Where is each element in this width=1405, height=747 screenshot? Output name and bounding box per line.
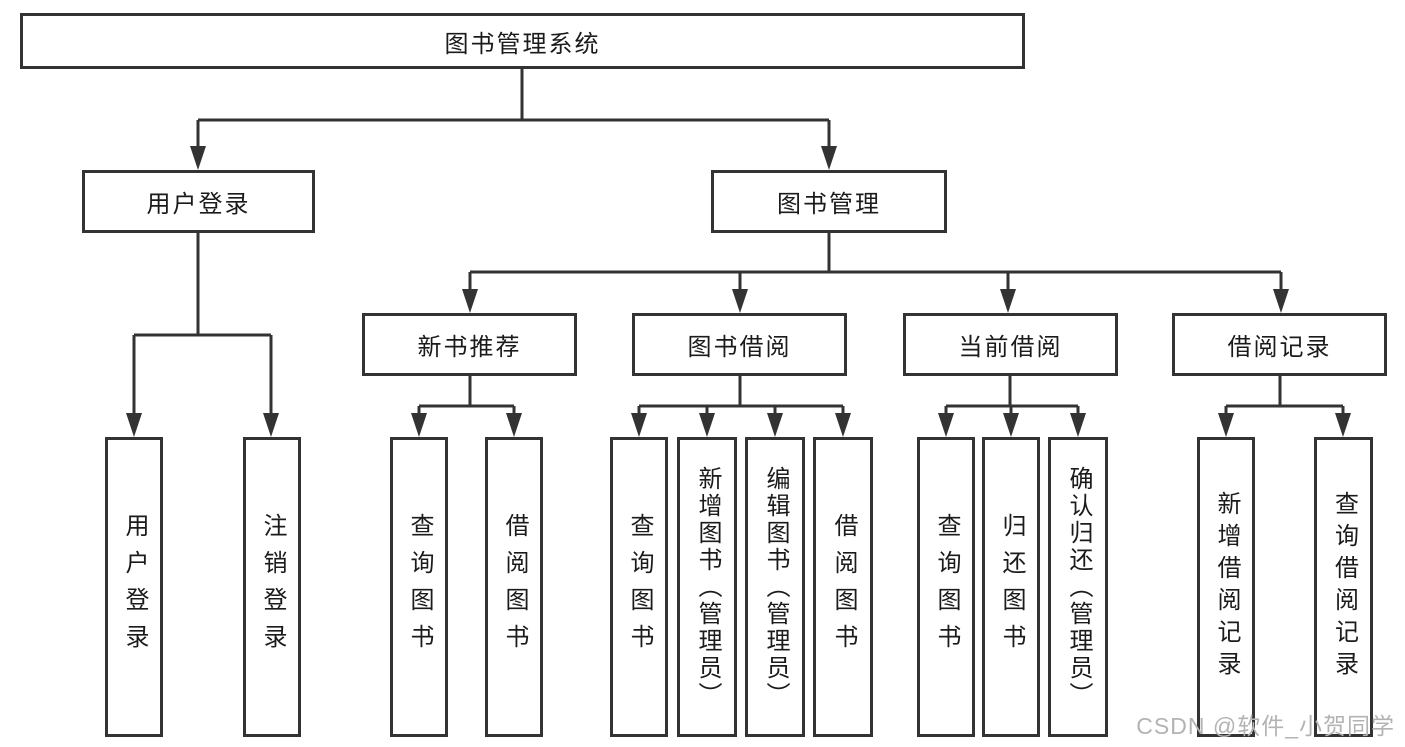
node-library-management-system-label: 图书管理系统 bbox=[444, 30, 601, 58]
leaf-confirm-return-admin-label: 确认归还（管理员） bbox=[1065, 465, 1092, 709]
leaf-query-books-recommend: 查询图书 bbox=[390, 437, 448, 737]
leaf-add-books-admin: 新增图书（管理员） bbox=[677, 437, 737, 737]
leaf-edit-books-admin: 编辑图书（管理员） bbox=[745, 437, 805, 737]
node-new-book-recommendation: 新书推荐 bbox=[362, 313, 577, 376]
leaf-edit-books-admin-label: 编辑图书（管理员） bbox=[762, 465, 789, 709]
leaf-query-books-recommend-label: 查询图书 bbox=[406, 513, 433, 661]
leaf-query-borrow-record-label: 查询借阅记录 bbox=[1330, 491, 1358, 683]
leaf-logout: 注销登录 bbox=[243, 437, 301, 737]
leaf-query-books-borrowing: 查询图书 bbox=[610, 437, 668, 737]
node-borrowing-records-label: 借阅记录 bbox=[1227, 334, 1332, 361]
leaf-borrow-books: 借阅图书 bbox=[813, 437, 873, 737]
leaf-return-books-label: 归还图书 bbox=[998, 513, 1025, 661]
leaf-query-books-borrowing-label: 查询图书 bbox=[626, 513, 653, 661]
node-book-management-label: 图书管理 bbox=[777, 191, 881, 218]
node-library-management-system: 图书管理系统 bbox=[20, 13, 1025, 69]
leaf-borrow-books-recommend-label: 借阅图书 bbox=[501, 513, 528, 661]
node-current-borrowing: 当前借阅 bbox=[903, 313, 1118, 376]
leaf-logout-label: 注销登录 bbox=[259, 513, 286, 661]
node-current-borrowing-label: 当前借阅 bbox=[958, 334, 1063, 361]
node-book-management: 图书管理 bbox=[711, 170, 947, 233]
leaf-user-login-label: 用户登录 bbox=[121, 513, 148, 661]
leaf-add-borrow-record-label: 新增借阅记录 bbox=[1213, 491, 1240, 683]
leaf-add-books-admin-label: 新增图书（管理员） bbox=[694, 465, 721, 709]
csdn-watermark: CSDN @软件_小贺同学 bbox=[1136, 713, 1395, 739]
leaf-add-borrow-record: 新增借阅记录 bbox=[1197, 437, 1255, 737]
node-user-login: 用户登录 bbox=[82, 170, 315, 233]
node-borrowing-records: 借阅记录 bbox=[1172, 313, 1387, 376]
leaf-borrow-books-label: 借阅图书 bbox=[830, 513, 857, 661]
leaf-user-login: 用户登录 bbox=[105, 437, 163, 737]
leaf-query-borrow-record: 查询借阅记录 bbox=[1314, 437, 1373, 737]
node-user-login-label: 用户登录 bbox=[146, 191, 251, 218]
node-book-borrowing: 图书借阅 bbox=[632, 313, 847, 376]
leaf-return-books: 归还图书 bbox=[982, 437, 1040, 737]
node-new-book-recommendation-label: 新书推荐 bbox=[417, 334, 522, 361]
leaf-query-books-current: 查询图书 bbox=[917, 437, 975, 737]
node-book-borrowing-label: 图书借阅 bbox=[687, 334, 792, 361]
leaf-query-books-current-label: 查询图书 bbox=[933, 513, 960, 661]
leaf-borrow-books-recommend: 借阅图书 bbox=[485, 437, 543, 737]
leaf-confirm-return-admin: 确认归还（管理员） bbox=[1048, 437, 1108, 737]
